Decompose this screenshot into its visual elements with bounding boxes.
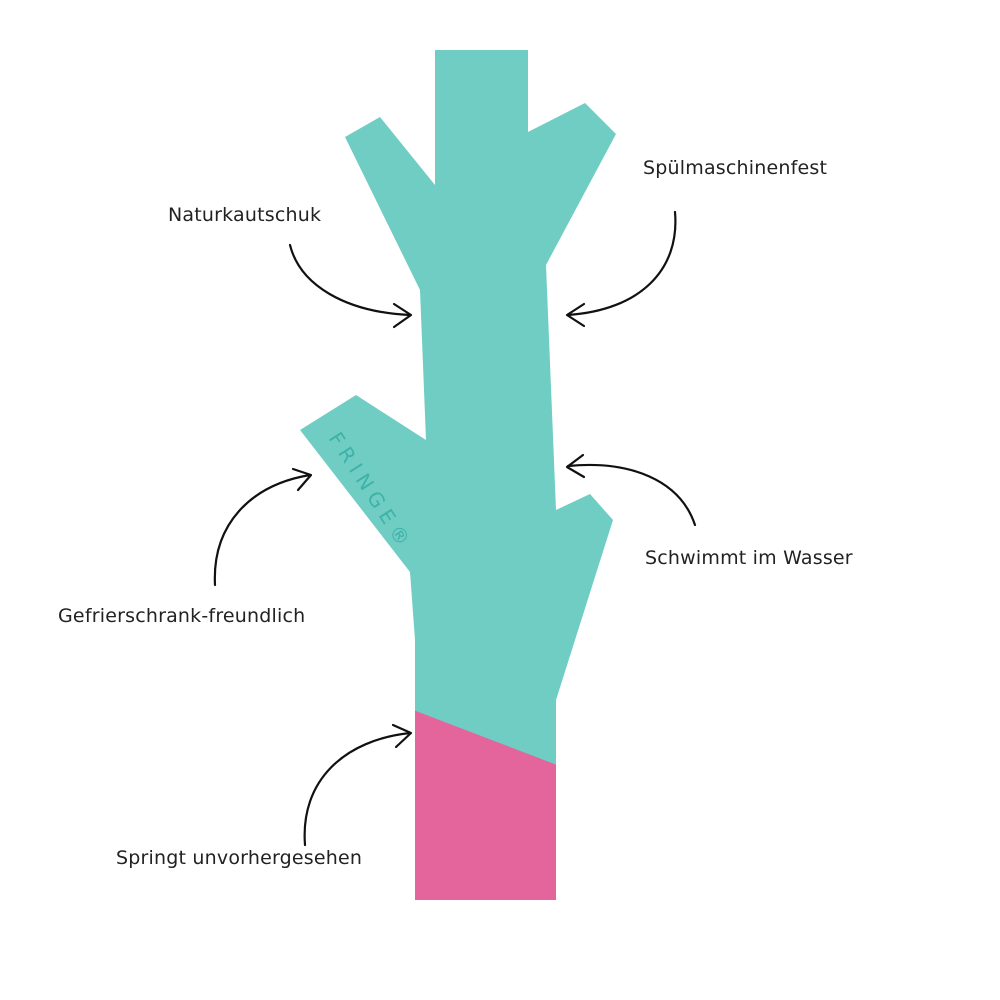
arrow-freezer-friendly — [213, 467, 313, 587]
label-floats: Schwimmt im Wasser — [645, 547, 853, 569]
arrow-floats — [565, 453, 697, 527]
label-natural-rubber: Naturkautschuk — [168, 204, 322, 226]
chew-toy-stick: FRINGE® — [300, 50, 616, 900]
arrow-bounces — [303, 723, 413, 847]
arrow-dishwasher-safe — [565, 210, 677, 328]
toy-body — [300, 50, 616, 900]
label-freezer-friendly: Gefrierschrank-freundlich — [58, 605, 306, 627]
label-dishwasher-safe: Spülmaschinenfest — [643, 157, 828, 179]
toy-pink-tip — [400, 705, 570, 900]
label-bounces: Springt unvorhergesehen — [116, 847, 363, 869]
arrow-natural-rubber — [288, 243, 413, 329]
